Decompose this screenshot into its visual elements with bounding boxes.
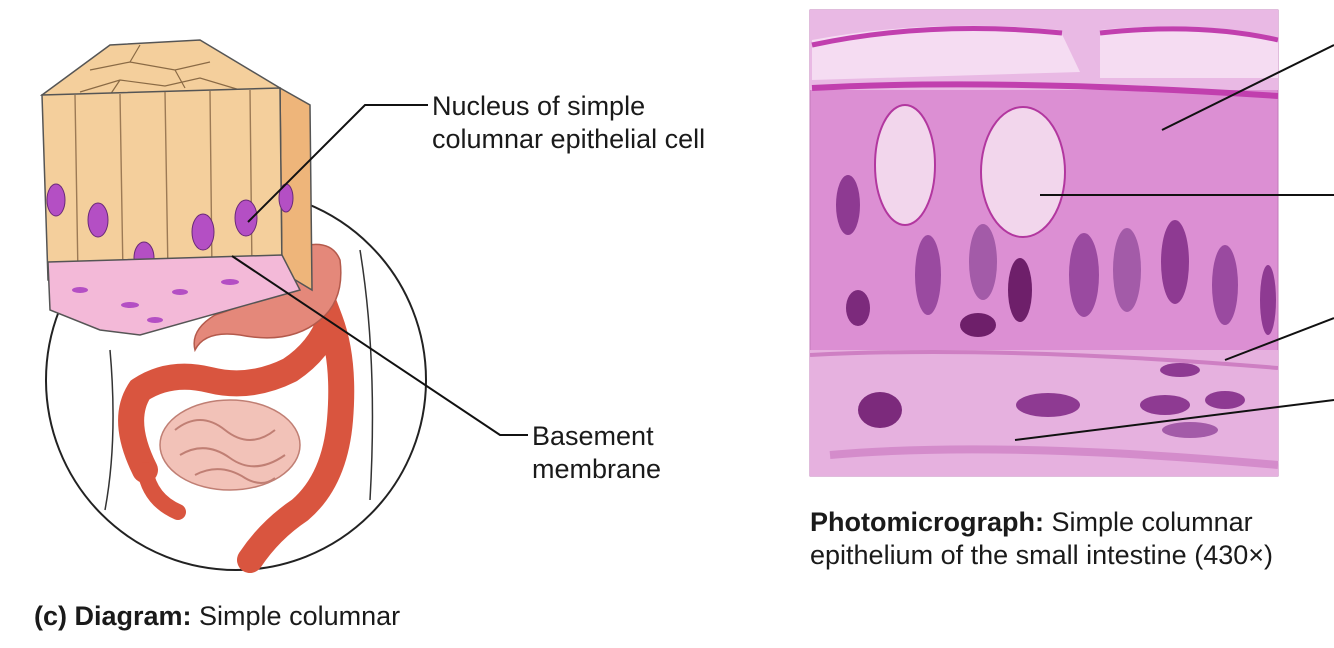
diagram-caption-prefix: (c) Diagram: <box>34 601 192 631</box>
nucleus-label-line1: Nucleus of simple <box>432 91 646 121</box>
nucleus-label: Nucleus of simple columnar epithelial ce… <box>432 90 705 156</box>
basement-label-line1: Basement <box>532 421 654 451</box>
nucleus-leader-line <box>247 104 428 223</box>
diagram-caption: (c) Diagram: Simple columnar <box>34 600 400 633</box>
basement-label-line2: membrane <box>532 454 662 484</box>
photomicrograph <box>809 9 1334 477</box>
goblet-cell <box>874 104 936 226</box>
basement-label: Basement membrane <box>532 420 661 486</box>
photo-caption-prefix: Photomicrograph: <box>810 507 1044 537</box>
nucleus-label-line2: columnar epithelial cell <box>432 124 706 154</box>
photo-caption-line1: Simple columnar <box>1051 507 1253 537</box>
photo-caption-line2: epithelium of the small intestine (430×) <box>810 540 1273 570</box>
large-intestine <box>118 281 355 573</box>
basement-leader-line <box>231 255 528 436</box>
goblet-cell <box>980 106 1066 238</box>
micrograph-nuclei <box>836 175 1276 337</box>
photo-caption: Photomicrograph: Simple columnar epithel… <box>810 506 1273 572</box>
columnar-epithelium-block <box>39 39 313 336</box>
connective-tissue <box>47 254 302 336</box>
small-intestine <box>159 399 301 491</box>
diagram-caption-text: Simple columnar <box>199 601 401 631</box>
cell-nuclei <box>46 183 294 275</box>
